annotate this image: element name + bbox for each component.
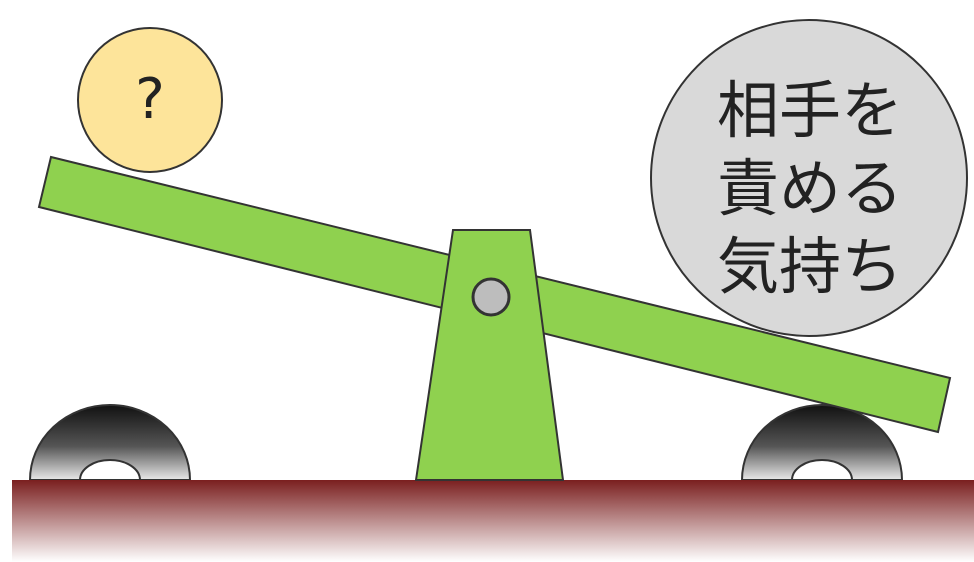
big-ball-line-1: 相手を <box>717 74 903 147</box>
small-ball: ? <box>77 27 223 173</box>
big-ball-line-2: 責める <box>717 152 903 225</box>
right-tire <box>740 404 904 481</box>
big-ball: 相手を 責める 気持ち <box>650 19 968 337</box>
ground <box>12 480 974 562</box>
pivot-bolt <box>471 277 511 317</box>
small-ball-label: ? <box>135 67 165 132</box>
big-ball-line-3: 気持ち <box>717 230 903 303</box>
fulcrum <box>414 229 565 481</box>
left-tire <box>28 404 192 481</box>
